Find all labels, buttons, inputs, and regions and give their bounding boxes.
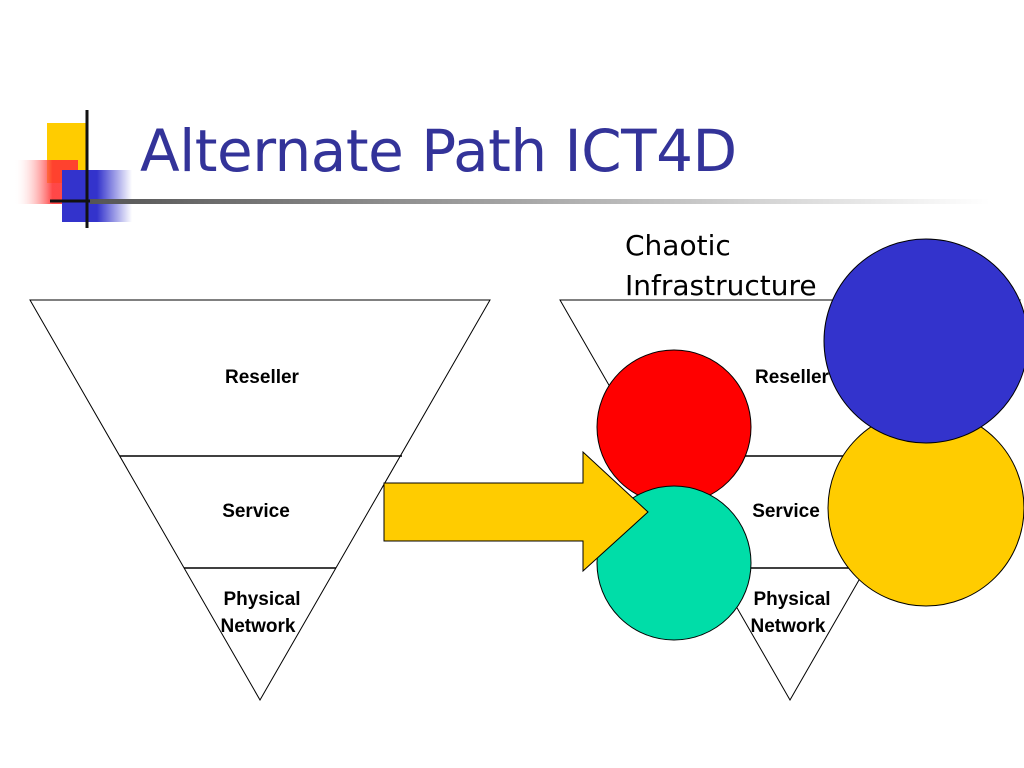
left-pyramid: Reseller Service Physical Network (29, 299, 491, 702)
left-layer-network: Network (221, 616, 296, 637)
left-pyramid-outline (29, 299, 491, 702)
circle-red (596, 349, 752, 505)
logo-blue-bar (62, 170, 132, 222)
chaotic-label-line-1: Chaotic (625, 229, 731, 262)
left-layer-reseller: Reseller (225, 367, 300, 388)
title-rule (90, 199, 990, 204)
right-layer-reseller: Reseller (755, 367, 830, 388)
transition-arrow (383, 450, 649, 573)
circle-green (596, 485, 752, 641)
circle-blue (823, 238, 1024, 444)
left-layer-physical: Physical (223, 589, 300, 610)
right-layer-network: Network (751, 616, 826, 637)
chaotic-infrastructure-label: Chaotic Infrastructure (625, 226, 817, 306)
right-layer-service: Service (752, 501, 820, 522)
slide-title: Alternate Path ICT4D (140, 117, 737, 185)
left-layer-service: Service (222, 501, 290, 522)
right-layer-physical: Physical (753, 589, 830, 610)
chaotic-label-line-2: Infrastructure (625, 269, 817, 302)
logo-mark (14, 110, 132, 228)
